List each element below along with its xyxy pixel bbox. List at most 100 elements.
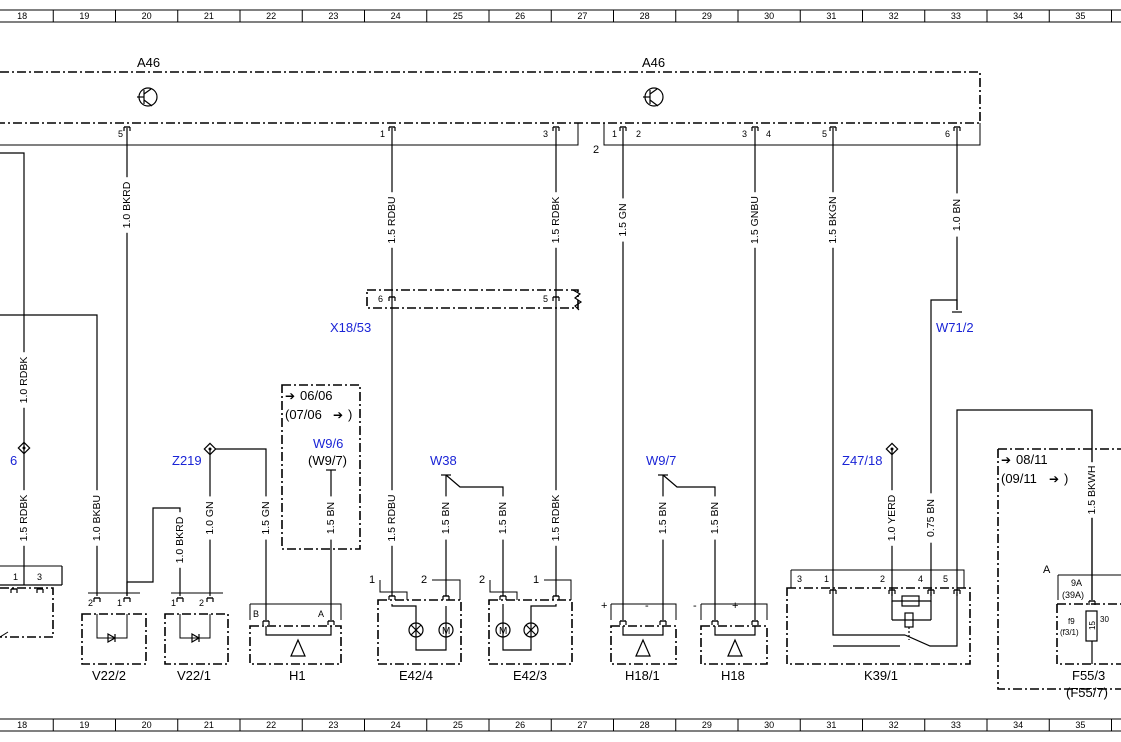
svg-text:5: 5 [543, 294, 548, 304]
svg-text:(07/06: (07/06 [285, 407, 322, 422]
e423-label: E42/3 [513, 668, 547, 683]
svg-text:9A: 9A [1071, 578, 1082, 588]
svg-text:W71/2: W71/2 [936, 320, 974, 335]
svg-text:1: 1 [117, 598, 122, 608]
grid-number: 30 [764, 11, 774, 21]
splice-diamond-icon [203, 442, 217, 456]
svg-text:1: 1 [824, 574, 829, 584]
wire-label: 1.5 BN [497, 502, 509, 534]
v221-label: V22/1 [177, 668, 211, 683]
svg-text:➔: ➔ [1001, 453, 1011, 467]
wire-label: 1.0 BKRD [174, 516, 186, 563]
svg-text:B: B [253, 609, 259, 619]
grid-number: 27 [577, 720, 587, 730]
f557-label: (F55/7) [1066, 685, 1108, 700]
lamp-icon [523, 622, 539, 638]
svg-text:2: 2 [593, 144, 599, 156]
grid-number: 20 [142, 11, 152, 21]
z4718-label: Z47/18 [842, 453, 882, 468]
h181-label: H18/1 [625, 668, 660, 683]
splice-diamond-icon [17, 441, 31, 455]
note-box-06-06: ➔ 06/06 (07/06 ➔ ) [281, 384, 361, 550]
svg-text:(f3/1): (f3/1) [1060, 628, 1079, 637]
z219-label: Z219 [172, 453, 202, 468]
svg-text:1: 1 [369, 574, 375, 586]
grid-number: 32 [889, 11, 899, 21]
svg-text:+: + [601, 600, 607, 612]
grid-number: 28 [640, 720, 650, 730]
x18-53-connector: 6 5 X18/53 [330, 289, 583, 335]
transistor-icon [643, 87, 664, 107]
svg-text:2: 2 [199, 598, 204, 608]
grid-number: 18 [17, 11, 27, 21]
x18-label: X18/53 [330, 320, 371, 335]
grid-number: 32 [889, 720, 899, 730]
wire-label: 1.5 RDBU [386, 196, 398, 243]
grid-number: 26 [515, 720, 525, 730]
svg-text:3: 3 [543, 129, 548, 139]
svg-text:06/06: 06/06 [300, 388, 333, 403]
svg-text:(W9/7): (W9/7) [308, 453, 347, 468]
svg-text:1: 1 [612, 129, 617, 139]
grid-number: 19 [79, 11, 89, 21]
grid-number: 22 [266, 720, 276, 730]
svg-text:5: 5 [118, 129, 123, 139]
svg-text:f9: f9 [1068, 617, 1075, 626]
grid-number: 18 [17, 720, 27, 730]
svg-text:1: 1 [171, 598, 176, 608]
grid-number: 28 [640, 11, 650, 21]
grid-number: 29 [702, 720, 712, 730]
wires [0, 128, 1093, 636]
splice-diamond-icon [885, 442, 899, 456]
lamp-icon [408, 622, 424, 638]
wire-label: 1.5 GN [617, 203, 629, 236]
grid-number: 21 [204, 11, 214, 21]
grid-number: 23 [328, 720, 338, 730]
svg-text:6: 6 [945, 129, 950, 139]
note-box-08-11: ➔ 08/11 (09/11 ➔ ) [997, 448, 1121, 690]
grid-number: 27 [577, 11, 587, 21]
grid-number: 31 [826, 720, 836, 730]
grid-number: 24 [391, 11, 401, 21]
a46-label-left: A46 [137, 55, 160, 70]
wire-label: 1.5 GN [260, 501, 272, 534]
wire-label: 1.5 RDBK [550, 495, 562, 542]
motor-icon: M [438, 622, 454, 638]
svg-text:1: 1 [380, 129, 385, 139]
grid-number: 34 [1013, 720, 1023, 730]
k391-label: K39/1 [864, 668, 898, 683]
wire-label: 1.0 YERD [886, 494, 898, 541]
v222-label: V22/2 [92, 668, 126, 683]
ground-points: W9/6 (W9/7) W38 W9/7 W71/2 [308, 320, 974, 476]
svg-text:1: 1 [533, 574, 539, 586]
svg-text:-: - [645, 600, 649, 612]
wire-label: 1.5 BKGN [827, 196, 839, 243]
svg-text:6: 6 [378, 294, 383, 304]
svg-text:➔: ➔ [333, 408, 343, 422]
svg-text:-: - [693, 600, 697, 612]
svg-text:W9/7: W9/7 [646, 453, 676, 468]
wire-label: 1.5 BN [325, 502, 337, 534]
svg-text:➔: ➔ [285, 389, 295, 403]
svg-text:4: 4 [766, 129, 771, 139]
svg-text:3: 3 [797, 574, 802, 584]
wire-label: 1.0 BKRD [121, 181, 133, 228]
svg-text:2: 2 [88, 598, 93, 608]
a46-label-right: A46 [642, 55, 665, 70]
svg-text:2: 2 [880, 574, 885, 584]
wire-label: 1.5 BN [709, 502, 721, 534]
svg-text:08/11: 08/11 [1016, 452, 1048, 467]
wire-label: 1.5 RDBK [550, 197, 562, 244]
svg-text:M: M [442, 626, 450, 637]
grid-number: 26 [515, 11, 525, 21]
svg-text:3: 3 [37, 572, 42, 582]
pin-markers [10, 126, 1096, 625]
svg-text:A: A [318, 609, 324, 619]
h1-label: H1 [289, 668, 306, 683]
grid-number: 30 [764, 720, 774, 730]
transistor-icon [137, 87, 158, 107]
